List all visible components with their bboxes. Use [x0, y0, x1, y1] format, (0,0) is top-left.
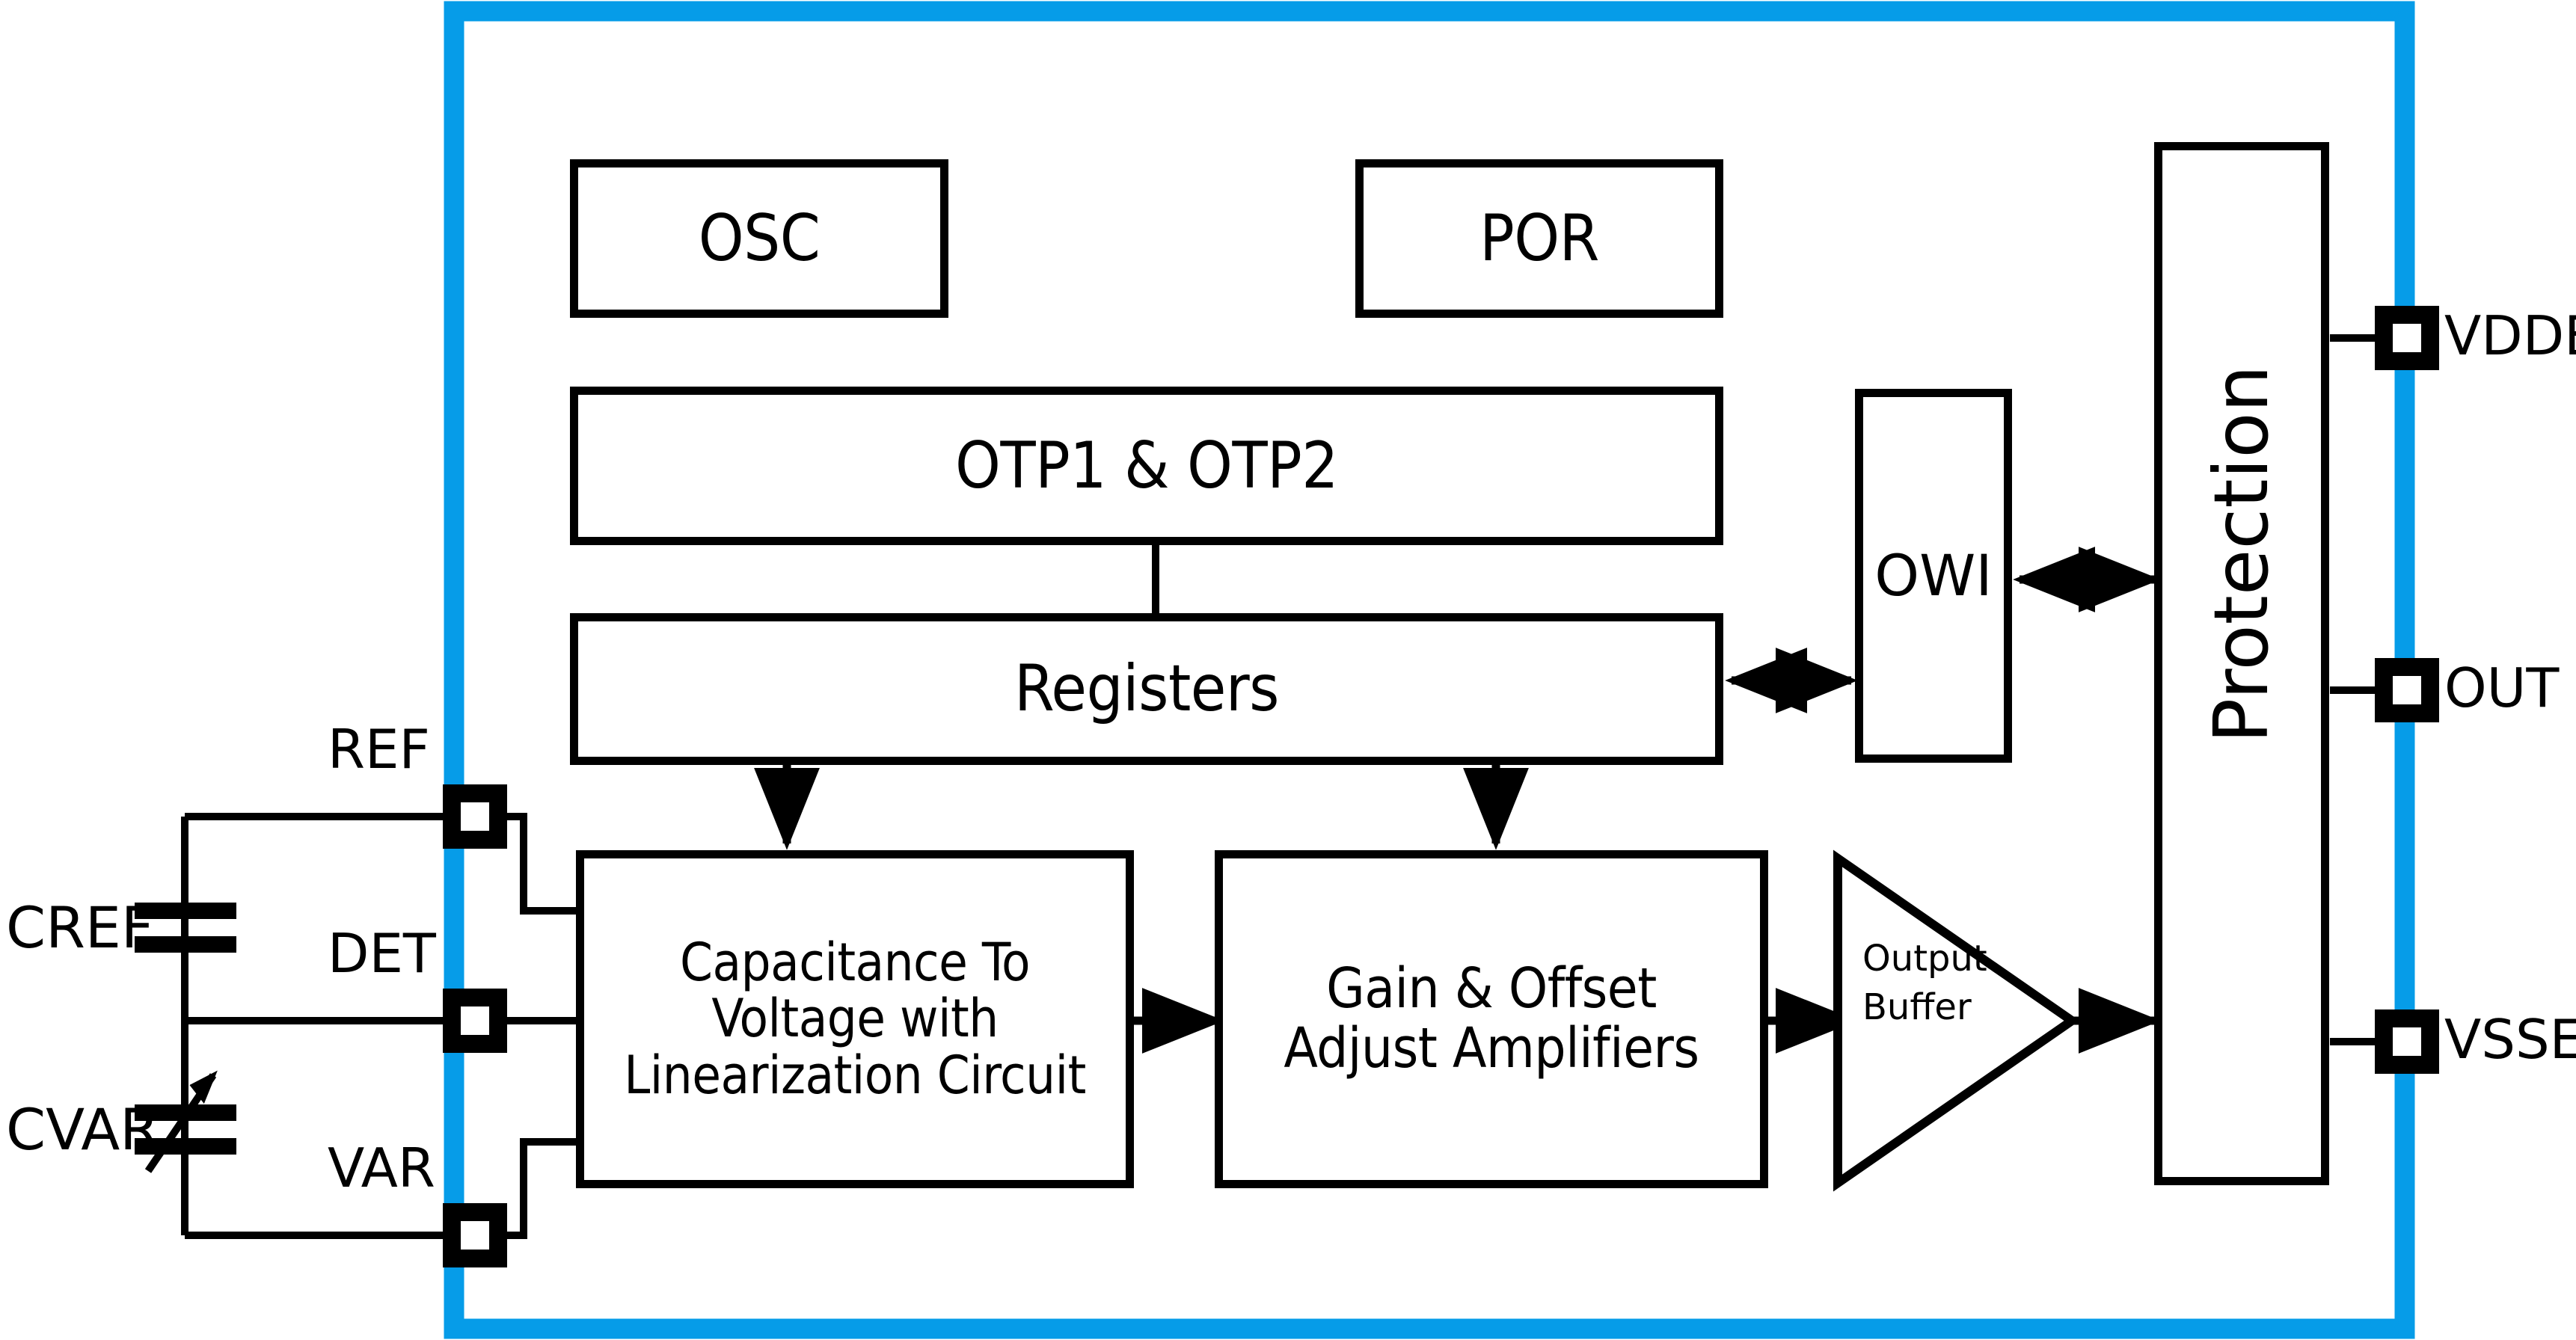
pin-pad-vdde[interactable] — [2375, 306, 2439, 370]
pin-label-var: VAR — [328, 1137, 435, 1199]
component-label-cvar: CVAR — [6, 1096, 159, 1163]
pin-label-out: OUT — [2444, 657, 2560, 719]
block-c2v-line1: Capacitance To — [680, 931, 1030, 993]
block-otp-label: OTP1 & OTP2 — [955, 428, 1338, 503]
block-osc[interactable]: OSC — [570, 159, 948, 318]
block-output-buffer-line1: Output — [1862, 938, 1987, 980]
block-por-label: POR — [1479, 200, 1599, 276]
pin-label-det: DET — [328, 922, 436, 985]
pin-pad-ref[interactable] — [443, 784, 507, 849]
cref-plate-top — [135, 903, 236, 919]
pin-pad-vsse[interactable] — [2375, 1009, 2439, 1074]
pin-pad-var[interactable] — [443, 1203, 507, 1267]
pin-label-vsse: VSSE — [2444, 1008, 2576, 1071]
block-osc-label: OSC — [698, 200, 821, 276]
block-owi[interactable]: OWI — [1855, 389, 2012, 763]
block-output-buffer[interactable]: Output Buffer — [1862, 935, 2049, 1107]
cvar-variable-arrowhead — [189, 1070, 218, 1104]
pin-pad-det[interactable] — [443, 989, 507, 1053]
block-otp[interactable]: OTP1 & OTP2 — [570, 387, 1723, 545]
pin-label-vdde: VDDE — [2444, 304, 2576, 367]
block-capacitance-to-voltage[interactable]: Capacitance To Voltage with Linearizatio… — [576, 850, 1134, 1188]
block-output-buffer-line2: Buffer — [1862, 986, 1972, 1028]
block-gain-line2: Adjust Amplifiers — [1284, 1016, 1699, 1081]
block-registers[interactable]: Registers — [570, 613, 1723, 765]
pin-label-ref: REF — [328, 718, 430, 781]
output-buffer-triangle — [1833, 849, 2080, 1192]
block-gain-line1: Gain & Offset — [1326, 956, 1657, 1021]
block-protection-label: Protection — [2198, 364, 2285, 743]
block-por[interactable]: POR — [1355, 159, 1723, 318]
block-registers-label: Registers — [1014, 651, 1280, 727]
component-label-cref: CREF — [6, 894, 154, 961]
block-c2v-line2: Voltage with — [711, 988, 999, 1050]
block-gain-offset-amplifiers[interactable]: Gain & Offset Adjust Amplifiers — [1215, 850, 1768, 1188]
block-protection[interactable]: Protection — [2154, 142, 2329, 1185]
pin-pad-out[interactable] — [2375, 658, 2439, 722]
block-owi-label: OWI — [1874, 541, 1993, 609]
cref-plate-bottom — [135, 936, 236, 953]
block-c2v-line3: Linearization Circuit — [624, 1044, 1086, 1106]
